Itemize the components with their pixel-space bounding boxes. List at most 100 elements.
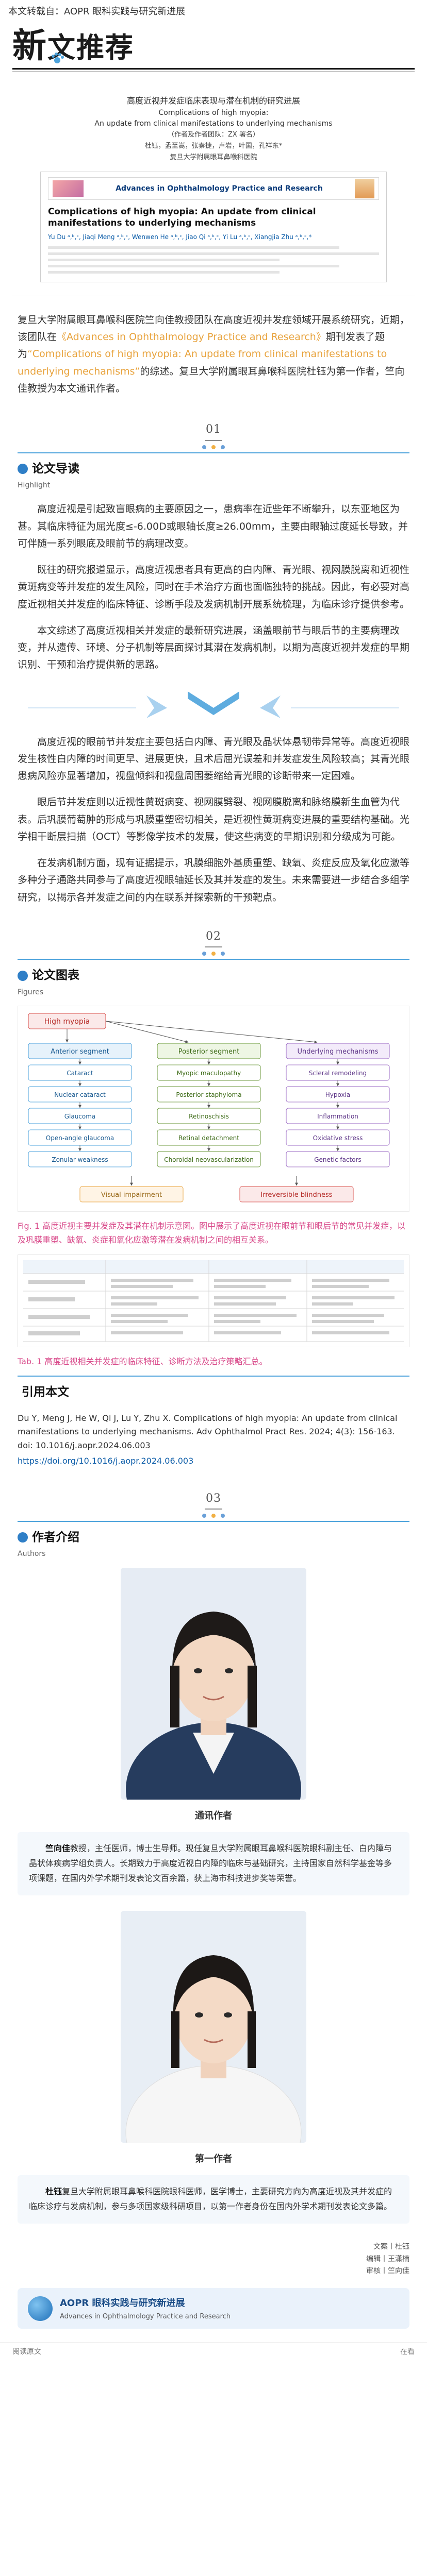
pdf-article-title: Complications of high myopia: An update … [48, 206, 316, 228]
figure-node-label: Anterior segment [51, 1048, 109, 1056]
figure-node-label: Genetic factors [314, 1156, 362, 1163]
intro-text-2: 期刊发表了题为 [18, 331, 385, 360]
figure-node-label: Underlying mechanisms [298, 1048, 379, 1056]
author-bio-first: 杜钰复旦大学附属眼耳鼻喉科医院眼科医师，医学博士，主要研究方向为高度近视及其并发… [18, 2175, 409, 2224]
section-heading-figures: 论文图表 Figures [18, 959, 409, 998]
table-1-image[interactable] [18, 1254, 409, 1347]
paper-title-zh: 高度近视并发症临床表现与潜在机制的研究进展 [126, 96, 300, 106]
section-heading-authors: 作者介绍 Authors [18, 1521, 409, 1561]
section-number-02-text: 02 [206, 929, 221, 943]
hero-title-first: 新 [12, 25, 47, 65]
read-original-link[interactable]: 阅读原文 [12, 2348, 41, 2357]
pdf-text-line [48, 265, 339, 268]
author-caption-corresponding: 通讯作者 [195, 1810, 232, 1821]
pdf-text-line [48, 252, 379, 256]
section-subtitle-figures: Figures [18, 988, 44, 996]
figure-node-label: Open-angle glaucoma [46, 1134, 114, 1142]
intro-text-3: 的综述。复旦大学附属眼耳鼻喉科医院杜钰为第一作者，竺向佳教授为本文通讯作者。 [18, 365, 405, 394]
article-page: 本文转载自：AOPR 眼科实践与研究新进展 新文推荐 高度近视并发症临床表现与潜… [0, 0, 427, 2377]
section-dots [0, 952, 427, 956]
intro-journal-highlight: 《Advances in Ophthalmology Practice and … [57, 331, 326, 343]
credit-line: 编辑丨王潇楠 [366, 2255, 409, 2263]
credit-line: 文案丨杜钰 [373, 2242, 409, 2251]
section-dots [0, 445, 427, 449]
pdf-text-line [48, 259, 280, 262]
figure-node-label: Retinal detachment [178, 1134, 239, 1142]
section-title-authors: 作者介绍 [32, 1531, 79, 1544]
author-bio-text-first: 复旦大学附属眼耳鼻喉科医院眼科医师，医学博士，主要研究方向为高度近视及其并发症的… [29, 2187, 392, 2211]
citation-text: Du Y, Meng J, He W, Qi J, Lu Y, Zhu X. C… [18, 1413, 398, 1450]
intro-text-1: 复旦大学附属眼耳鼻喉科医院竺向佳教授团队在高度近视并发症领域开展系统研究，近期，… [18, 314, 410, 343]
publisher-logo [53, 180, 84, 197]
citation-heading: 引用本文 [18, 1375, 409, 1402]
body-paragraph: 在发病机制方面，现有证据提示，巩膜细胞外基质重塑、缺氧、炎症反应及氧化应激等多种… [18, 857, 410, 903]
section-dots [0, 1514, 427, 1518]
bottom-action-bar: 阅读原文 在看 [0, 2342, 427, 2362]
repost-notice-text: 本文转载自：AOPR 眼科实践与研究新进展 [8, 6, 186, 18]
bullet-icon [18, 463, 28, 474]
figure-node-label: Scleral remodeling [309, 1070, 367, 1077]
figure-node-label: Hypoxia [325, 1091, 351, 1098]
figure-1-svg: High myopia Anterior segmentCataractNucl… [28, 1013, 390, 1202]
author-name-corresponding: 竺向佳 [45, 1843, 71, 1854]
repost-notice: 本文转载自：AOPR 眼科实践与研究新进展 [0, 0, 427, 21]
chevron-divider [18, 687, 409, 720]
figure-node-label: Myopic maculopathy [177, 1070, 241, 1077]
table-1-graphic [23, 1260, 404, 1342]
paper-title-en: An update from clinical manifestations t… [94, 119, 333, 128]
figure-node-box [28, 1151, 132, 1167]
paper-journal-note: （作者及作者团队：ZX 署名） [168, 130, 259, 139]
pdf-text-line [48, 246, 339, 249]
section-number-03-text: 03 [206, 1492, 221, 1505]
figure-node-label: Choroidal neovascularization [164, 1156, 254, 1163]
section-number-02: 02 [0, 927, 427, 948]
credit-line: 审核丨竺向佳 [366, 2267, 409, 2276]
section-number-03: 03 [0, 1489, 427, 1510]
bottom-spacer [0, 2362, 427, 2377]
figure-1-caption: Fig. 1 高度近视主要并发症及其潜在机制示意图。图中展示了高度近视在眼前节和… [18, 1221, 406, 1245]
intro-title-highlight: “Complications of high myopia: An update… [18, 348, 387, 377]
account-card[interactable]: AOPR 眼科实践与研究新进展 Advances in Ophthalmolog… [18, 2288, 409, 2329]
portrait-graphic [121, 1567, 306, 1800]
section-number-01-text: 01 [206, 423, 221, 436]
pdf-journal-band: Advances in Ophthalmology Practice and R… [48, 177, 379, 200]
section-number-underline [205, 946, 222, 948]
citation-link[interactable]: https://doi.org/10.1016/j.aopr.2024.06.0… [18, 1456, 194, 1466]
section-subtitle-highlight: Highlight [18, 481, 51, 489]
figure-outcome-blindness: Irreversible blindness [260, 1191, 332, 1199]
section-number-underline [205, 439, 222, 441]
body-paragraph: 既往的研究报道显示，高度近视患者具有更高的白内障、青光眼、视网膜脱离和近视性黄斑… [18, 564, 410, 610]
figure-node-label: Zonular weakness [52, 1156, 108, 1163]
intro-paragraph: 复旦大学附属眼耳鼻喉科医院竺向佳教授团队在高度近视并发症领域开展系统研究，近期，… [0, 296, 427, 412]
hero-header: 新文推荐 [0, 21, 427, 85]
section-heading-highlight: 论文导读 Highlight [18, 452, 409, 492]
figure-node-label: Posterior staphyloma [176, 1091, 241, 1098]
account-subtitle: Advances in Ophthalmology Practice and R… [60, 2312, 231, 2320]
journal-cover-thumb [355, 178, 374, 198]
citation-title: 引用本文 [22, 1385, 69, 1399]
body-paragraph: 眼后节并发症则以近视性黄斑病变、视网膜劈裂、视网膜脱离和脉络膜新生血管为代表。后… [18, 796, 410, 842]
figure-node-box [157, 1151, 261, 1167]
section-title-figures: 论文图表 [32, 969, 79, 982]
author-bio-text-corresponding: 教授，主任医师，博士生导师。现任复旦大学附属眼耳鼻喉科医院眼科副主任、白内障与晶… [29, 1843, 392, 1883]
bullet-icon [18, 970, 28, 981]
author-portrait-corresponding [121, 1567, 306, 1800]
chevron-divider-graphic [28, 691, 399, 718]
paper-pdf-preview[interactable]: Advances in Ophthalmology Practice and R… [40, 171, 387, 282]
credits-block: 文案丨杜钰 编辑丨王潇楠 审核丨竺向佳 [18, 2241, 409, 2278]
author-portrait-first [121, 1910, 306, 2143]
figure-node-label: Glaucoma [64, 1113, 96, 1120]
like-button[interactable]: 在看 [400, 2348, 415, 2357]
author-caption-first: 第一作者 [195, 2153, 232, 2164]
paw-icon [52, 53, 64, 63]
paper-affiliation: 复旦大学附属眼耳鼻喉科医院 [170, 153, 257, 161]
section-number-01: 01 [0, 420, 427, 441]
figure-root-label: High myopia [44, 1018, 90, 1026]
figure-node-label: Oxidative stress [313, 1134, 363, 1142]
section-number-underline [205, 1509, 222, 1510]
paper-authors-zh: 杜钰，孟至嵩，张秦捷，卢岩，叶国，孔祥东* [144, 142, 283, 150]
